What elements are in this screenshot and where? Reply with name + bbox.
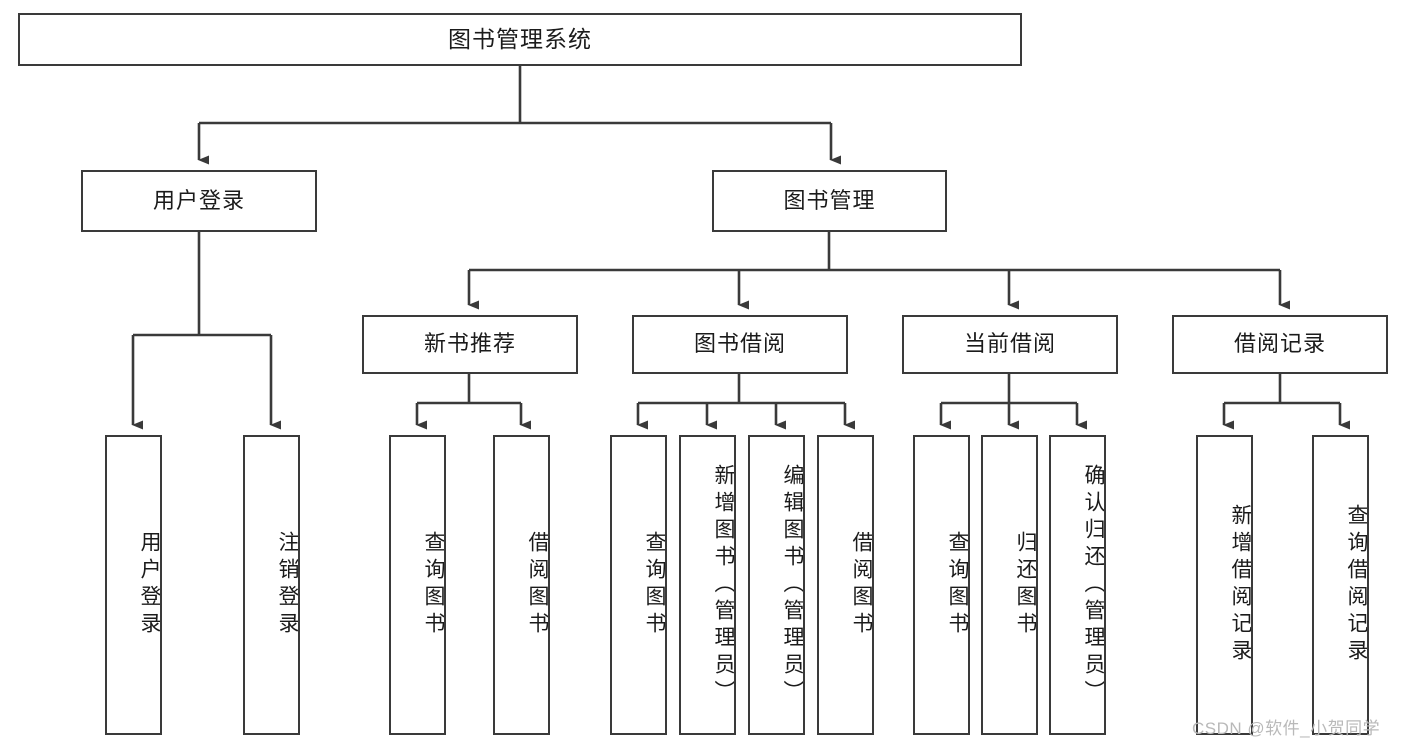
leaf-user-login[interactable]: 用户登录 bbox=[105, 435, 162, 735]
leaf-return-book[interactable]: 归还图书 bbox=[981, 435, 1038, 735]
leaf-user-login-label: 用户登录 bbox=[138, 531, 161, 639]
node-root-system[interactable]: 图书管理系统 bbox=[18, 13, 1022, 66]
leaf-edit-book[interactable]: 编辑图书（管理员） bbox=[748, 435, 805, 735]
leaf-add-record[interactable]: 新增借阅记录 bbox=[1196, 435, 1253, 735]
leaf-borrow-book-2[interactable]: 借阅图书 bbox=[817, 435, 874, 735]
leaf-confirm-return[interactable]: 确认归还（管理员） bbox=[1049, 435, 1106, 735]
node-borrow-record[interactable]: 借阅记录 bbox=[1172, 315, 1388, 374]
node-user-login[interactable]: 用户登录 bbox=[81, 170, 317, 232]
leaf-borrow-book-2-label: 借阅图书 bbox=[850, 531, 873, 639]
leaf-query-book-1-label: 查询图书 bbox=[422, 531, 445, 639]
leaf-add-book[interactable]: 新增图书（管理员） bbox=[679, 435, 736, 735]
leaf-confirm-return-label: 确认归还（管理员） bbox=[1082, 463, 1105, 707]
leaf-query-book-2[interactable]: 查询图书 bbox=[610, 435, 667, 735]
node-book-borrow[interactable]: 图书借阅 bbox=[632, 315, 848, 374]
leaf-borrow-book-1-label: 借阅图书 bbox=[526, 531, 549, 639]
leaf-logout-label: 注销登录 bbox=[276, 531, 299, 639]
leaf-query-book-2-label: 查询图书 bbox=[643, 531, 666, 639]
leaf-add-book-label: 新增图书（管理员） bbox=[712, 463, 735, 707]
leaf-borrow-book-1[interactable]: 借阅图书 bbox=[493, 435, 550, 735]
leaf-query-book-3-label: 查询图书 bbox=[946, 531, 969, 639]
node-new-book-recommend[interactable]: 新书推荐 bbox=[362, 315, 578, 374]
leaf-return-book-label: 归还图书 bbox=[1014, 531, 1037, 639]
node-book-manage[interactable]: 图书管理 bbox=[712, 170, 947, 232]
leaf-query-record[interactable]: 查询借阅记录 bbox=[1312, 435, 1369, 735]
leaf-query-book-1[interactable]: 查询图书 bbox=[389, 435, 446, 735]
leaf-add-record-label: 新增借阅记录 bbox=[1229, 504, 1252, 666]
node-current-borrow[interactable]: 当前借阅 bbox=[902, 315, 1118, 374]
leaf-logout[interactable]: 注销登录 bbox=[243, 435, 300, 735]
leaf-query-book-3[interactable]: 查询图书 bbox=[913, 435, 970, 735]
leaf-edit-book-label: 编辑图书（管理员） bbox=[781, 463, 804, 707]
leaf-query-record-label: 查询借阅记录 bbox=[1345, 504, 1368, 666]
